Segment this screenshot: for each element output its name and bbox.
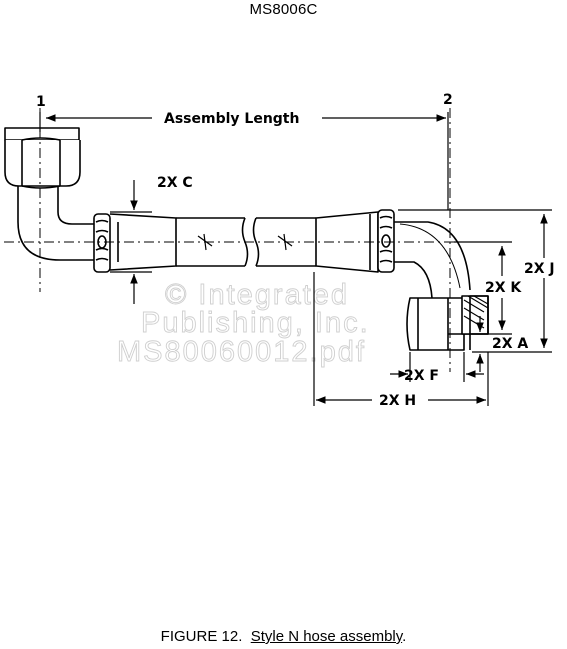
dim-j-label: 2X J: [524, 261, 555, 277]
watermark: © Integrated Publishing, Inc. MS80060012…: [117, 279, 370, 369]
end-2-label: 2: [443, 92, 453, 108]
caption-title: Style N hose assembly: [250, 628, 403, 645]
dim-c-label: 2X C: [157, 175, 193, 191]
dim-h: [313, 272, 489, 406]
dim-f: [390, 352, 484, 382]
end-1-label: 1: [36, 94, 46, 110]
dim-a: [472, 316, 490, 372]
dim-k: [454, 241, 512, 335]
dim-f-label: 2X F: [404, 368, 439, 384]
assembly-length-dimension: [39, 112, 449, 210]
figure-caption: FIGURE 12. Style N hose assembly.: [0, 628, 567, 645]
assembly-length-label: Assembly Length: [164, 111, 299, 127]
dim-j: [398, 209, 552, 353]
watermark-line-1: © Integrated: [165, 279, 349, 311]
dim-h-label: 2X H: [379, 393, 416, 409]
end-1-fitting: [4, 127, 177, 273]
caption-prefix: FIGURE 12.: [160, 628, 243, 645]
dim-k-label: 2X K: [485, 280, 522, 296]
end-2-fitting: [315, 209, 489, 351]
hose-body: [176, 217, 316, 267]
watermark-line-2: Publishing, Inc.: [141, 307, 370, 339]
watermark-line-3: MS80060012.pdf: [117, 336, 366, 368]
caption-suffix: .: [402, 628, 407, 645]
document-id: MS8006C: [249, 1, 318, 18]
dim-a-label: 2X A: [492, 336, 528, 352]
centerlines: [4, 108, 500, 372]
dim-c: [110, 180, 152, 304]
